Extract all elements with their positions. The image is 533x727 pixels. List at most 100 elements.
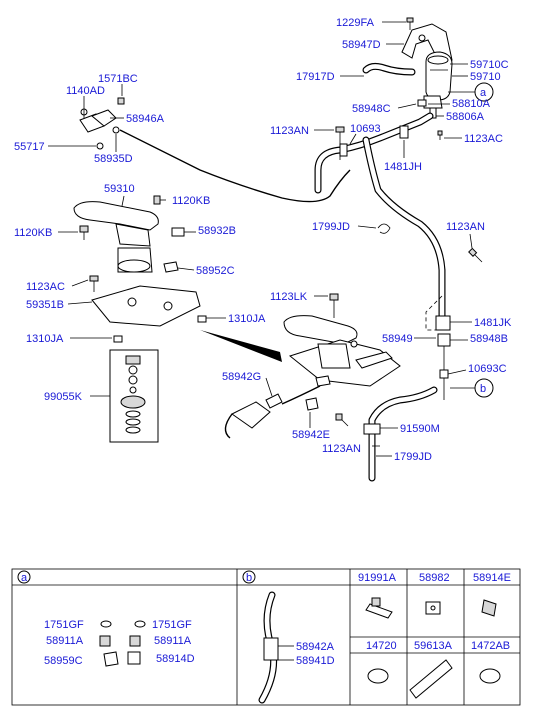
a-nut-left [99,635,111,647]
icon-58914E-plug [481,599,497,617]
cap-1571BC [117,97,125,105]
nut-55717 [96,142,104,150]
plug-wire [224,413,233,439]
leader-10693C [447,369,467,375]
b-connector [263,637,279,661]
clip-58942E [305,397,319,411]
label-1571BC: 1571BC [98,73,138,85]
label-58949: 58949 [382,333,413,345]
fitting-58932B [171,227,185,237]
clamp-1481JK [435,315,451,331]
pedal-body [115,223,151,247]
label-1123AC-top: 1123AC [464,133,503,145]
table-head-59613A: 59613A [414,640,453,652]
a-fitting-58959C [103,651,119,667]
icon-91991A-tie [365,603,393,619]
label-58947D: 58947D [342,39,381,51]
kit-piece-7 [125,418,141,426]
a-label-58959C: 58959C [44,655,83,667]
bolt-1123AN-top-head [335,126,345,133]
bolt-1120KB-b-head [79,225,89,233]
label-1799JD-b: 1799JD [394,451,432,463]
leader-10693 [349,133,357,145]
nut-1310JA-b [113,335,123,343]
leader-58942G [265,377,273,397]
leader-58952C [177,267,195,271]
bolt-1123LK-head [329,293,339,301]
bracket-dash-line [425,295,443,331]
cylinder-right [317,343,351,369]
a-fitting-58914D [127,651,141,665]
a-label-58914D: 58914D [156,653,195,665]
assembly-arrow [200,330,282,362]
label-1140AD: 1140AD [66,85,105,97]
table-head-b-circle [242,570,256,584]
table-head-58982: 58982 [419,572,450,584]
icon-1472AB-clamp [479,668,501,684]
clamp-1481JH [399,125,409,139]
label-10693: 10693 [350,123,381,135]
label-59710: 59710 [470,71,501,83]
callout-b-text: b [480,383,486,395]
label-59310: 59310 [104,183,135,195]
table-head-b: b [246,572,252,584]
kit-piece-8 [125,426,141,434]
b-label-58942A: 58942A [296,641,335,653]
plate-hole-2 [163,301,173,311]
plate-hole-1 [127,297,137,307]
kit-piece-6 [125,410,141,418]
icon-58982-hole [430,605,436,611]
label-58952C: 58952C [196,265,235,277]
label-58948C: 58948C [352,103,391,115]
clamp-91590M [363,423,381,435]
b-label-58941D: 58941D [296,655,335,667]
fitting-right [350,340,358,348]
connector-58942G [315,375,331,387]
icon-91991A-head [371,597,381,607]
kit-piece-3 [128,375,138,385]
kit-piece-1 [125,355,141,365]
clamp-58948C [417,99,427,107]
leader-59310 [121,195,125,207]
hose-91590M-inner [369,387,437,481]
callout-a-text: a [480,87,487,99]
label-58948B: 58948B [470,333,508,345]
kit-piece-2 [128,365,138,375]
label-1229FA: 1229FA [336,17,375,29]
fitting-58949 [437,333,451,347]
label-58942E: 58942E [292,429,330,441]
pedal-assembly-left [73,195,207,343]
bolt-1120KB-a-head [153,195,161,205]
a-label-58911A-left: 58911A [46,635,84,647]
label-58946A: 58946A [126,113,165,125]
clamp-10693 [339,143,348,157]
a-label-1751GF-left: 1751GF [44,619,84,631]
a-nut-right [129,635,141,647]
plate-59351B [91,285,201,327]
lower-hose [335,386,438,482]
label-1799JD-a: 1799JD [312,221,350,233]
screw-1123AC-head [437,130,443,136]
kit-piece-4 [129,386,137,394]
leader-59351B [67,301,93,305]
bolt-1123AN-right-head [468,247,478,257]
label-59710C: 59710C [470,59,509,71]
cable-1799JD [119,129,351,203]
detail-table: a b 91991A 58982 58914E 14720 59613A 147… [11,568,521,706]
label-1120KB-a: 1120KB [172,195,210,207]
reservoir-cap-59710C [427,55,449,65]
part-labels: 1229FA 58947D 59710C 59710 17917D 1571BC… [14,17,512,463]
label-99055K: 99055K [44,391,83,403]
label-1120KB-b: 1120KB [14,227,52,239]
icon-14720-clamp [367,668,389,684]
label-55717: 55717 [14,141,45,153]
bracket-hole [418,34,426,42]
table-head-1472AB: 1472AB [471,640,510,652]
table-head-14720: 14720 [366,640,397,652]
bolt-1123AN-right [473,253,483,263]
label-1123AN-c: 1123AN [322,443,361,455]
connector-cable [281,385,321,405]
bracket-assembly-top-left [79,97,125,150]
plug-58942G [231,401,271,429]
hose-17917D-inner [363,64,415,75]
